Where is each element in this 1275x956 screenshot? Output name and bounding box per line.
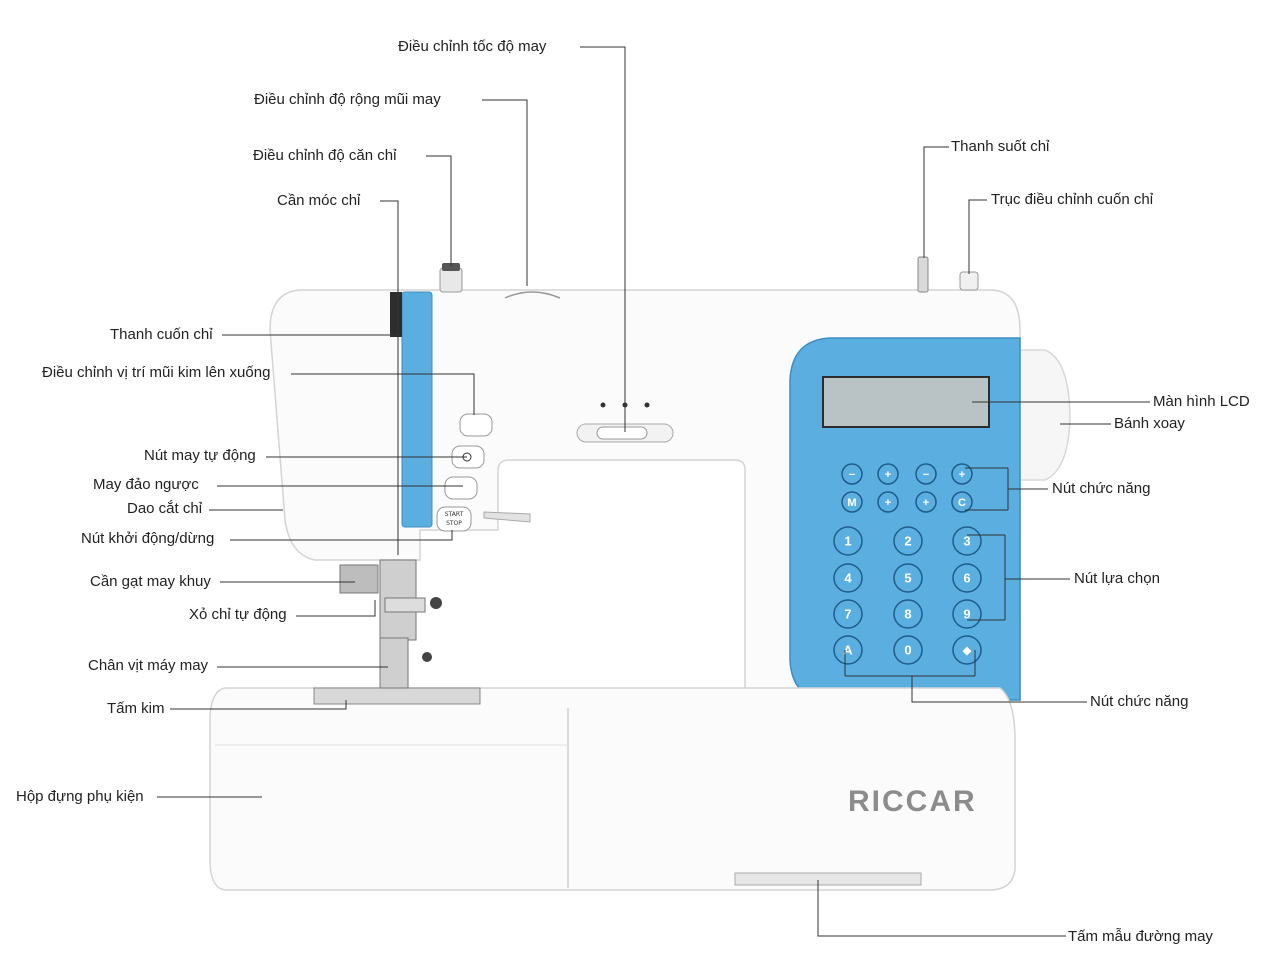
label-handwheel: Bánh xoay	[1114, 415, 1185, 432]
svg-text:6: 6	[963, 571, 970, 586]
svg-text:+: +	[885, 469, 891, 481]
thread-channel	[401, 291, 433, 528]
leader-line	[817, 880, 1066, 937]
label-speed: Điều chỉnh tốc độ may	[398, 38, 547, 55]
label-winder-shaft: Trục điều chỉnh cuốn chỉ	[991, 191, 1154, 208]
label-accessory-box: Hộp đựng phụ kiện	[16, 788, 144, 805]
function-key[interactable]: −	[841, 463, 863, 485]
function-key[interactable]: +	[877, 463, 899, 485]
winder-shaft	[959, 271, 979, 291]
number-key[interactable]: 9	[952, 599, 982, 629]
function-key[interactable]: +	[951, 463, 973, 485]
label-function-buttons-bottom: Nút chức năng	[1090, 693, 1189, 710]
svg-text:2: 2	[904, 534, 911, 549]
keypad: − + − + M + + C 1 2 3 4 5 6 7 8 9A 0 ◆	[833, 463, 982, 665]
number-key[interactable]: 3	[952, 526, 982, 556]
function-key[interactable]: +	[877, 491, 899, 513]
svg-text:+: +	[959, 469, 965, 481]
leader-line	[580, 46, 626, 432]
label-stitch-width: Điều chỉnh độ rộng mũi may	[254, 91, 441, 108]
number-key[interactable]: 4	[833, 563, 863, 593]
leader-line	[968, 199, 987, 274]
svg-text:9: 9	[963, 607, 970, 622]
label-needle-position: Điều chỉnh vị trí mũi kim lên xuống	[42, 364, 271, 381]
svg-text:−: −	[923, 469, 929, 481]
svg-text:0: 0	[904, 643, 911, 658]
brand-logo: RICCAR	[848, 785, 977, 818]
function-key[interactable]: C	[951, 491, 973, 513]
leader-line	[230, 530, 453, 541]
label-thread-lever: Cần móc chỉ	[277, 192, 361, 209]
leader-line	[170, 700, 347, 710]
svg-text:1: 1	[844, 534, 851, 549]
leader-line	[923, 146, 949, 258]
svg-text:A: A	[843, 643, 853, 658]
width-dial	[504, 291, 561, 299]
label-needle-plate: Tấm kim	[107, 700, 165, 717]
svg-text:5: 5	[904, 571, 911, 586]
label-start-stop: Nút khởi động/dừng	[81, 530, 215, 547]
label-bobbin-bar: Thanh cuốn chỉ	[110, 326, 213, 343]
number-key[interactable]: 2	[893, 526, 923, 556]
number-key[interactable]: 5	[893, 563, 923, 593]
number-key[interactable]: 1	[833, 526, 863, 556]
number-key[interactable]: 0	[893, 635, 923, 665]
label-spool-pin: Thanh suốt chỉ	[951, 138, 1050, 155]
leader-line	[296, 600, 376, 617]
label-auto-sew: Nút may tự động	[144, 447, 256, 464]
function-key[interactable]: +	[915, 491, 937, 513]
needle-position-button[interactable]	[459, 413, 493, 437]
svg-text:8: 8	[904, 607, 911, 622]
function-key[interactable]: M	[841, 491, 863, 513]
handwheel	[1019, 349, 1071, 481]
svg-text:START: START	[445, 511, 464, 518]
svg-text:−: −	[849, 469, 855, 481]
function-key[interactable]: −	[915, 463, 937, 485]
leader-line	[380, 200, 399, 555]
label-tension: Điều chỉnh độ căn chỉ	[253, 147, 397, 164]
label-cutter: Dao cắt chỉ	[127, 500, 203, 517]
label-stitch-chart: Tấm mẫu đường may	[1068, 928, 1213, 945]
svg-text:M: M	[847, 497, 856, 509]
label-auto-threader: Xỏ chỉ tự động	[189, 606, 287, 623]
needle-plate	[313, 687, 481, 705]
svg-text:STOP: STOP	[446, 520, 462, 527]
reverse-button[interactable]	[444, 476, 478, 500]
tension-knob	[439, 267, 463, 293]
number-key[interactable]: 8	[893, 599, 923, 629]
presser-foot	[379, 637, 409, 689]
label-buttonhole-lever: Cần gạt may khuy	[90, 573, 211, 590]
svg-text:7: 7	[844, 607, 851, 622]
svg-text:◆: ◆	[962, 645, 972, 657]
svg-text:+: +	[923, 497, 929, 509]
label-presser-foot: Chân vịt máy may	[88, 657, 209, 674]
leader-line	[291, 373, 475, 415]
number-key[interactable]: 6	[952, 563, 982, 593]
number-key[interactable]: A	[833, 635, 863, 665]
function-key-arrow[interactable]: ◆	[952, 635, 982, 665]
svg-text:3: 3	[963, 534, 970, 549]
number-key[interactable]: 7	[833, 599, 863, 629]
svg-text:C: C	[958, 497, 966, 509]
stitch-chart	[734, 872, 922, 886]
spool-pin	[917, 256, 929, 293]
label-function-buttons-top: Nút chức năng	[1052, 480, 1151, 497]
svg-text:4: 4	[844, 571, 852, 586]
label-lcd: Màn hình LCD	[1153, 393, 1250, 410]
label-selection-buttons: Nút lựa chọn	[1074, 570, 1160, 587]
leader-line	[426, 155, 452, 266]
free-arm	[209, 687, 1016, 891]
take-up-lever	[390, 292, 402, 337]
svg-text:+: +	[885, 497, 891, 509]
leader-line	[482, 99, 528, 286]
start-stop-button[interactable]	[436, 506, 472, 532]
leader-lines	[157, 46, 1150, 937]
leader-line	[911, 676, 1087, 703]
lcd-screen	[822, 376, 990, 428]
label-reverse: May đảo ngược	[93, 476, 199, 493]
